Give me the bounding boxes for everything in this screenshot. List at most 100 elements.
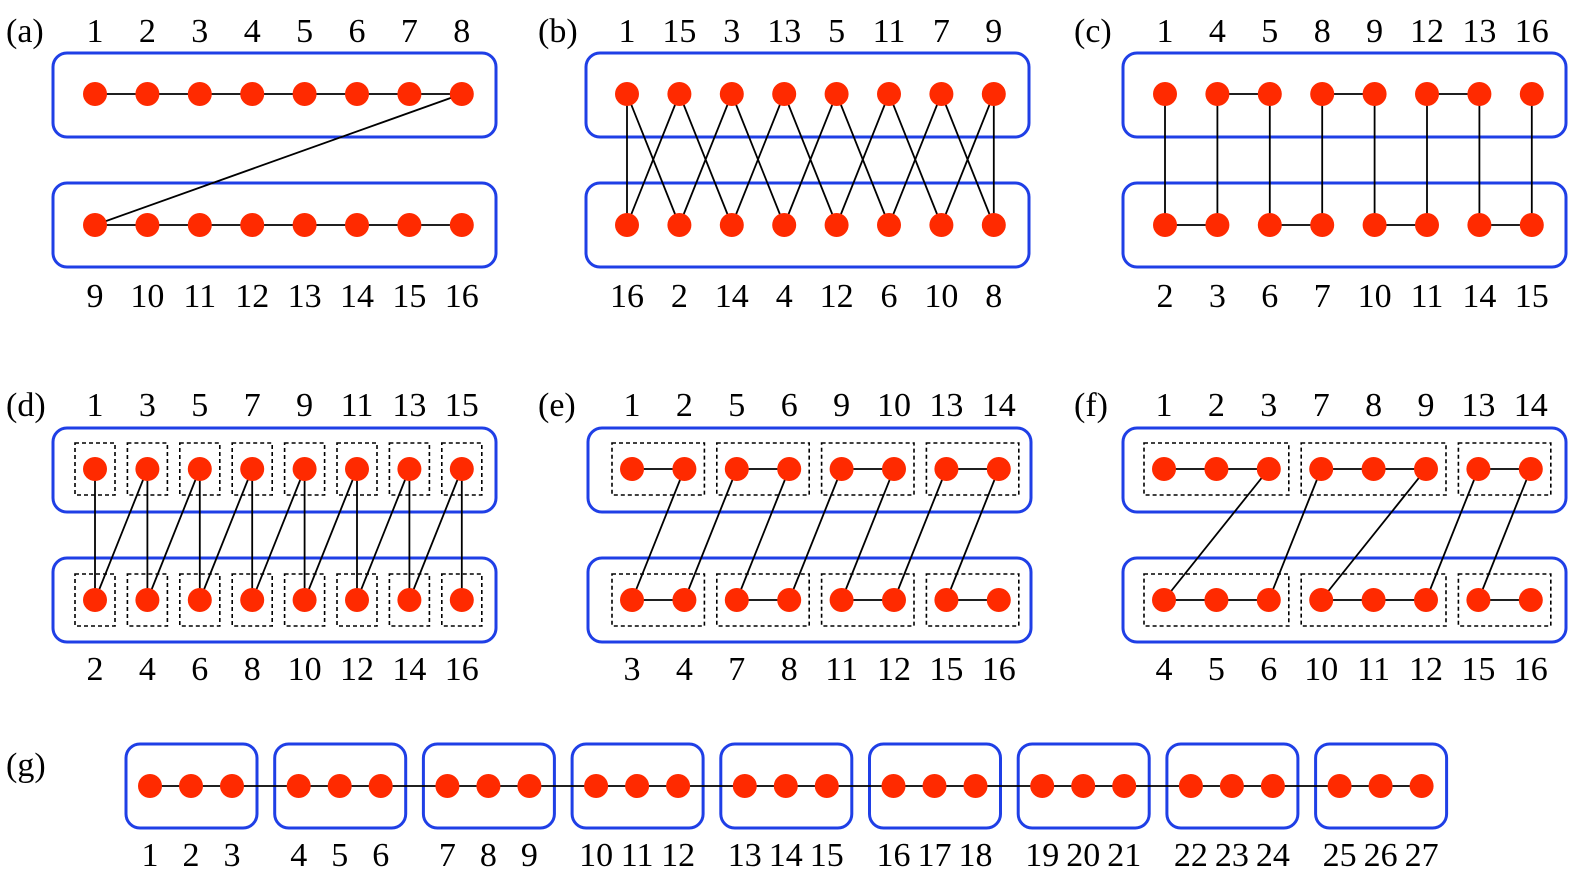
- bottom-subgroup-box: [1457, 573, 1552, 627]
- site-node: [981, 82, 1006, 106]
- site-number: 8: [453, 13, 470, 50]
- site-node: [135, 457, 160, 481]
- edge-15-16: [626, 93, 681, 226]
- site-number: 14: [715, 278, 749, 315]
- bottom-group-box: [1121, 181, 1568, 269]
- site-node: [824, 82, 849, 106]
- top-group-box: [1121, 426, 1568, 514]
- site-number: 7: [1314, 278, 1331, 315]
- site-number: 8: [985, 278, 1002, 315]
- site-node: [397, 82, 422, 106]
- site-number: 26: [1364, 837, 1398, 874]
- bottom-group-box: [1121, 556, 1568, 644]
- site-node: [449, 213, 474, 237]
- site-number: 13: [767, 13, 801, 50]
- site-number: 13: [728, 837, 762, 874]
- site-number: 14: [392, 651, 426, 688]
- site-number: 2: [671, 278, 688, 315]
- site-node: [292, 457, 317, 481]
- site-number: 11: [825, 651, 858, 688]
- site-number: 4: [1156, 651, 1173, 688]
- site-node: [83, 457, 107, 481]
- site-node: [327, 774, 352, 798]
- site-number: 4: [1209, 13, 1226, 50]
- site-number: 10: [1358, 278, 1392, 315]
- edge-9-10: [940, 93, 995, 226]
- site-node: [667, 213, 692, 237]
- site-number: 6: [372, 837, 389, 874]
- site-number: 16: [1514, 651, 1548, 688]
- site-node: [220, 774, 244, 798]
- site-number: 2: [183, 837, 200, 874]
- site-node: [772, 82, 797, 106]
- edge-12-13: [1425, 468, 1480, 601]
- site-node: [667, 82, 692, 106]
- site-number: 11: [183, 278, 216, 315]
- site-number: 7: [728, 651, 745, 688]
- site-node: [345, 82, 369, 106]
- site-number: 3: [1260, 387, 1277, 424]
- edge-11-12: [835, 93, 890, 226]
- top-group-box: [51, 426, 498, 514]
- site-node: [1153, 82, 1177, 106]
- site-number: 20: [1066, 837, 1100, 874]
- site-number: 3: [224, 837, 241, 874]
- site-node: [719, 82, 744, 106]
- bottom-subgroup-box: [611, 573, 706, 627]
- site-node: [1518, 588, 1543, 612]
- site-number: 12: [877, 651, 911, 688]
- site-node: [620, 588, 644, 612]
- bottom-group-box: [584, 181, 1031, 269]
- site-node: [981, 213, 1006, 237]
- site-number: 10: [1304, 651, 1338, 688]
- site-number: 17: [918, 837, 952, 874]
- site-node: [1204, 588, 1229, 612]
- site-number: 9: [833, 387, 850, 424]
- site-node: [1310, 213, 1335, 237]
- site-number: 12: [1409, 651, 1443, 688]
- site-number: 24: [1256, 837, 1290, 874]
- bottom-subgroup-box: [74, 573, 116, 627]
- site-node: [1257, 82, 1282, 106]
- bottom-group-box: [586, 556, 1033, 644]
- site-node: [777, 457, 802, 481]
- site-number: 16: [877, 837, 911, 874]
- site-number: 7: [1313, 387, 1330, 424]
- site-node: [829, 588, 854, 612]
- site-node: [138, 774, 162, 798]
- site-node: [1467, 82, 1492, 106]
- site-node: [829, 457, 854, 481]
- site-number: 1: [87, 13, 104, 50]
- top-subgroup-box: [1300, 442, 1447, 496]
- site-node: [666, 774, 691, 798]
- edge-9-10: [1320, 468, 1427, 601]
- site-number: 6: [1261, 278, 1278, 315]
- site-node: [179, 774, 203, 798]
- site-node: [449, 588, 474, 612]
- site-number: 1: [619, 13, 636, 50]
- site-node: [1415, 213, 1439, 237]
- panel-label: (e): [538, 387, 576, 424]
- site-node: [1030, 774, 1055, 798]
- site-number: 7: [933, 13, 950, 50]
- site-node: [1361, 457, 1386, 481]
- site-node: [1415, 82, 1439, 106]
- site-number: 3: [723, 13, 740, 50]
- site-number: 1: [1157, 13, 1174, 50]
- site-node: [83, 588, 107, 612]
- site-node: [1256, 457, 1281, 481]
- edge-14-15: [678, 93, 733, 226]
- site-node: [476, 774, 501, 798]
- site-number: 12: [340, 651, 374, 688]
- site-number: 13: [392, 387, 426, 424]
- site-node: [449, 457, 474, 481]
- bottom-subgroup-box: [388, 573, 431, 627]
- edge-6-7: [1267, 468, 1323, 601]
- site-number: 14: [1462, 278, 1496, 315]
- site-number: 1: [142, 837, 159, 874]
- site-number: 6: [349, 13, 366, 50]
- site-node: [672, 588, 697, 612]
